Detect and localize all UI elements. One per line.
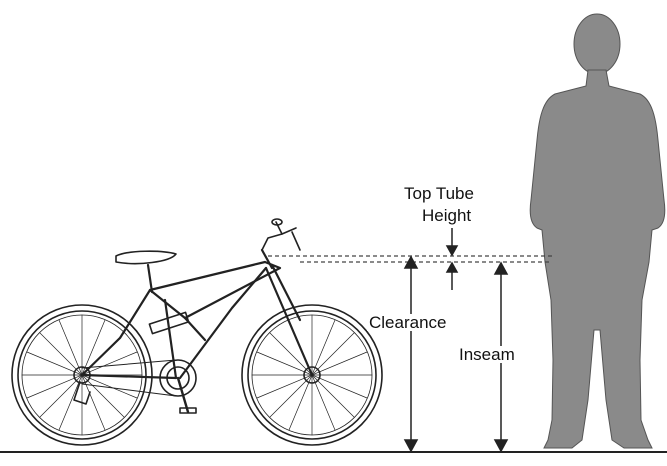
clearance-label: Clearance	[367, 313, 449, 332]
clearance-arrow	[403, 255, 419, 453]
rear-wheel	[11, 304, 153, 446]
bike-seat	[115, 250, 177, 294]
inseam-label: Inseam	[457, 345, 517, 364]
chain	[81, 359, 177, 397]
top-tube-height-label-line1: Top Tube	[404, 184, 474, 203]
person-silhouette	[529, 13, 666, 449]
rear-shock	[148, 311, 190, 335]
crankset	[159, 359, 197, 414]
top-tube-height-arrows	[445, 228, 459, 290]
top-tube-height-label-line2: Height	[422, 206, 472, 225]
bike-frame	[80, 248, 314, 380]
handlebar	[261, 218, 301, 251]
rear-derailleur	[73, 381, 91, 405]
bicycle	[11, 218, 383, 446]
